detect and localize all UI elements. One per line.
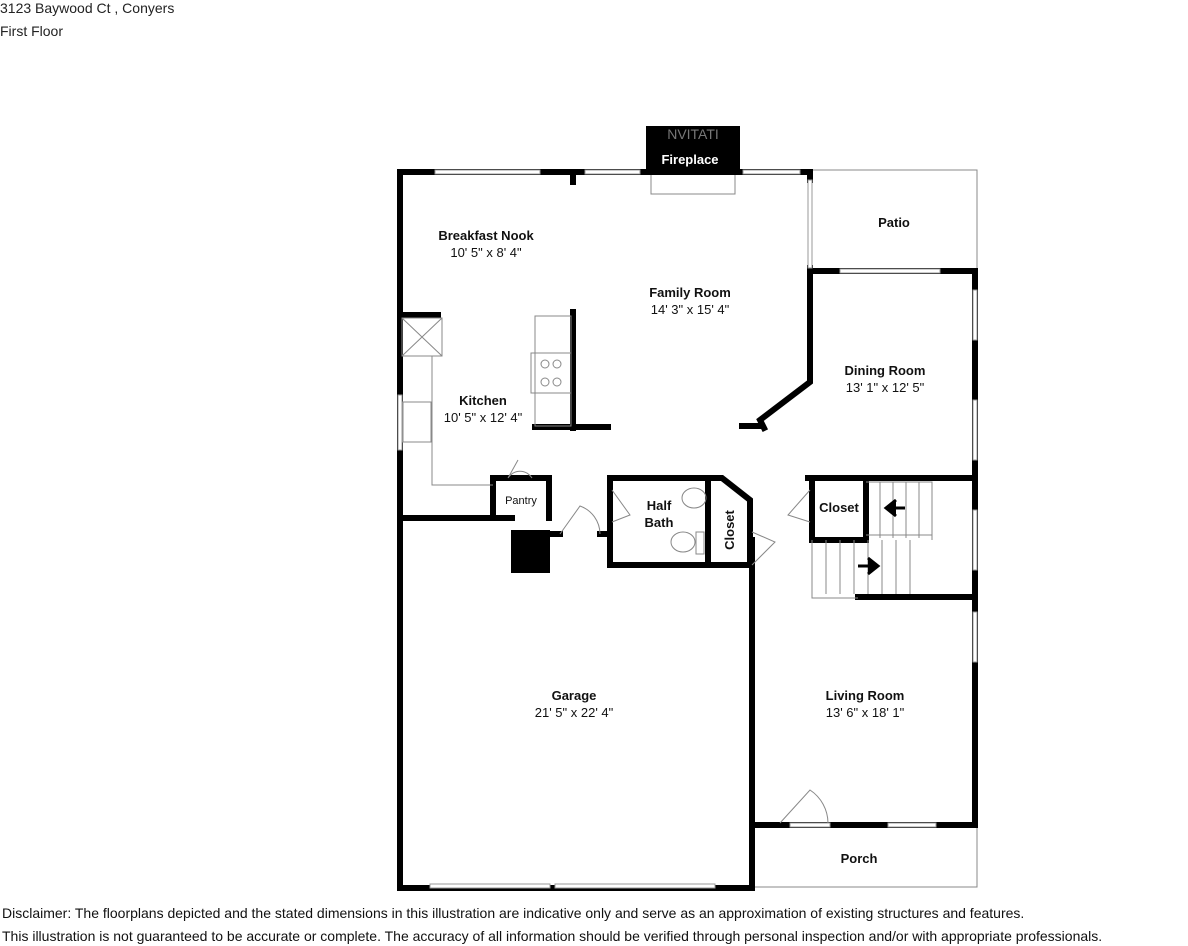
kitchen-fixtures: [401, 315, 572, 486]
watermark: NVITATI: [667, 126, 719, 142]
hearth: [650, 171, 736, 195]
room-dims: 10' 5" x 12' 4": [444, 410, 523, 425]
disclaimer-line-1: Disclaimer: The floorplans depicted and …: [2, 905, 1025, 921]
disclaimer-line-2: This illustration is not guaranteed to b…: [2, 928, 1103, 944]
room-name: Dining Room: [845, 363, 926, 378]
stairs[interactable]: [811, 481, 933, 599]
porch-label: Porch: [841, 851, 878, 866]
room-dims: 13' 6" x 18' 1": [826, 705, 905, 720]
closet-label: Closet: [819, 500, 859, 515]
fireplace-block: [646, 126, 740, 172]
room-dims: 14' 3" x 15' 4": [651, 302, 730, 317]
arrow-right-icon: [858, 556, 881, 576]
pantry-label: Pantry: [505, 495, 537, 507]
fireplace-label: Fireplace: [661, 152, 718, 167]
room-name: Garage: [552, 688, 597, 703]
arrow-left-icon: [883, 498, 905, 518]
windows: [397, 169, 978, 889]
doors: [507, 459, 829, 824]
room-dims: 13' 1" x 12' 5": [846, 380, 925, 395]
walls: [397, 169, 978, 891]
closet-label: Closet: [722, 509, 737, 549]
room-dims: 21' 5" x 22' 4": [535, 705, 614, 720]
half-bath-label: Bath: [645, 515, 674, 530]
room-name: Family Room: [649, 285, 731, 300]
room-dims: 10' 5" x 8' 4": [450, 245, 522, 260]
half-bath-label: Half: [647, 498, 672, 513]
bath-fixtures: [670, 487, 707, 555]
room-name: Kitchen: [459, 393, 507, 408]
room-name: Breakfast Nook: [438, 228, 534, 243]
room-name: Living Room: [826, 688, 905, 703]
floor-label: First Floor: [0, 23, 63, 39]
chimney-block: [511, 530, 550, 573]
address: 3123 Baywood Ct , Conyers: [0, 0, 175, 16]
patio-label: Patio: [878, 215, 910, 230]
